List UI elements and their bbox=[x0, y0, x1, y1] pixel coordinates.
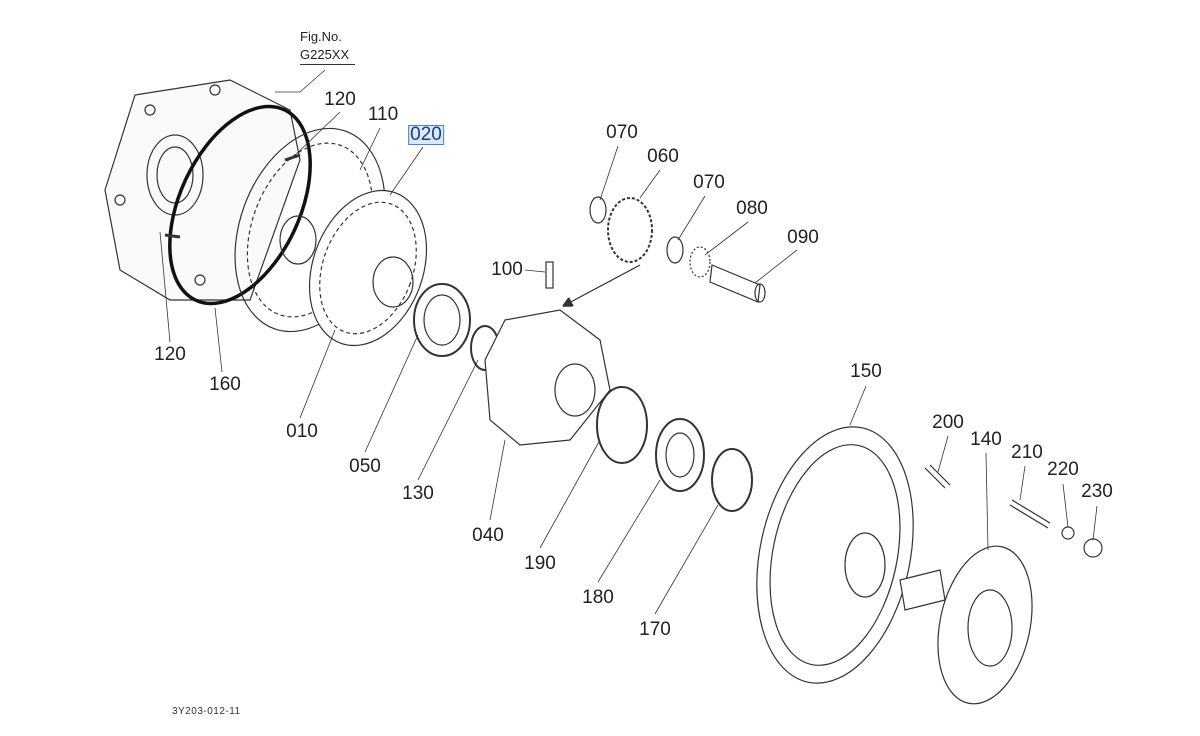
planet-gear-020 bbox=[308, 189, 428, 347]
needle-bearing-080 bbox=[689, 246, 711, 278]
part-callout-210[interactable]: 210 bbox=[1011, 442, 1043, 463]
hub-case-150 bbox=[756, 426, 914, 684]
stud-210 bbox=[1009, 499, 1051, 529]
part-callout-070[interactable]: 070 bbox=[606, 122, 638, 143]
shaft-090 bbox=[709, 264, 761, 303]
part-callout-060[interactable]: 060 bbox=[647, 146, 679, 167]
part-callout-120[interactable]: 120 bbox=[324, 89, 356, 110]
axle-flange-140 bbox=[899, 545, 1033, 705]
washer-070 bbox=[589, 196, 607, 224]
part-callout-100[interactable]: 100 bbox=[491, 259, 523, 280]
snap-ring-190 bbox=[596, 386, 648, 464]
part-callout-200[interactable]: 200 bbox=[932, 412, 964, 433]
carrier-040 bbox=[484, 309, 611, 446]
part-callout-050[interactable]: 050 bbox=[349, 456, 381, 477]
leader-lines bbox=[159, 69, 1098, 615]
idler-gear-060 bbox=[607, 197, 653, 263]
part-callout-020-selected[interactable]: 020 bbox=[408, 124, 444, 145]
o-ring-160 bbox=[168, 104, 312, 306]
part-callout-070-b[interactable]: 070 bbox=[693, 172, 725, 193]
part-callout-150[interactable]: 150 bbox=[850, 361, 882, 382]
part-callout-140[interactable]: 140 bbox=[970, 429, 1002, 450]
part-callout-010[interactable]: 010 bbox=[286, 421, 318, 442]
figure-label: Fig.No. bbox=[300, 29, 342, 44]
oil-seal-170 bbox=[711, 448, 753, 512]
washer-220 bbox=[1061, 526, 1075, 540]
part-callout-110[interactable]: 110 bbox=[367, 104, 399, 125]
bearing-180 bbox=[655, 418, 705, 492]
part-callout-180[interactable]: 180 bbox=[582, 587, 614, 608]
part-callout-190[interactable]: 190 bbox=[524, 553, 556, 574]
part-callout-170[interactable]: 170 bbox=[639, 619, 671, 640]
bolt-200 bbox=[924, 464, 951, 489]
nut-230 bbox=[1083, 538, 1103, 558]
part-callout-120-b[interactable]: 120 bbox=[154, 344, 186, 365]
washer-070-b bbox=[666, 236, 684, 264]
drawing-code: 3Y203-012-11 bbox=[172, 706, 241, 717]
part-callout-230[interactable]: 230 bbox=[1081, 481, 1113, 502]
part-callout-080[interactable]: 080 bbox=[736, 198, 768, 219]
part-callout-040[interactable]: 040 bbox=[472, 525, 504, 546]
part-callout-130[interactable]: 130 bbox=[402, 483, 434, 504]
part-callout-160[interactable]: 160 bbox=[209, 374, 241, 395]
part-callout-220[interactable]: 220 bbox=[1047, 459, 1079, 480]
figure-number: Fig.No. G225XX bbox=[300, 28, 356, 65]
pin-100 bbox=[545, 261, 554, 289]
part-callout-090[interactable]: 090 bbox=[787, 227, 819, 248]
bearing-050 bbox=[413, 283, 471, 357]
figure-id: G225XX bbox=[300, 46, 356, 65]
